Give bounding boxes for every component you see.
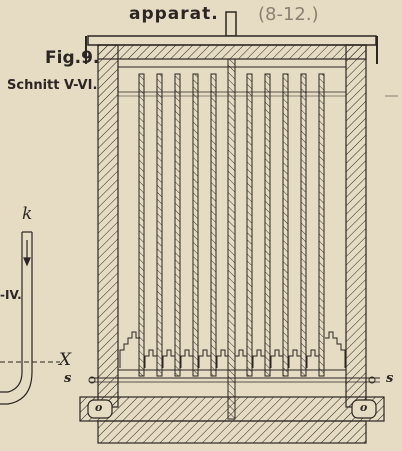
label-iv: -IV. — [0, 288, 22, 302]
left-wall — [97, 44, 119, 408]
top-nozzle — [225, 11, 237, 37]
bottom-plinth — [97, 420, 367, 444]
header-number: (8-12.) — [258, 4, 319, 25]
side-pipe-drawing — [0, 231, 60, 405]
header-title: apparat. — [129, 4, 219, 24]
plates-right — [246, 73, 325, 377]
bottom-base — [79, 396, 385, 422]
lid-bar — [87, 35, 377, 46]
label-k: k — [22, 204, 33, 224]
stepped-supports — [119, 331, 346, 368]
label-o-right: o — [360, 401, 368, 414]
section-label: Schnitt V-VI. — [7, 78, 98, 93]
label-x: X — [59, 350, 72, 370]
label-s-left: s — [64, 371, 72, 386]
plates-left — [138, 73, 217, 377]
label-s-right: s — [386, 371, 394, 386]
right-wall — [345, 44, 367, 408]
label-o-left: o — [95, 401, 103, 414]
top-wall — [97, 44, 367, 60]
figure-label: Fig.9. — [45, 48, 100, 68]
center-divider — [227, 58, 236, 420]
